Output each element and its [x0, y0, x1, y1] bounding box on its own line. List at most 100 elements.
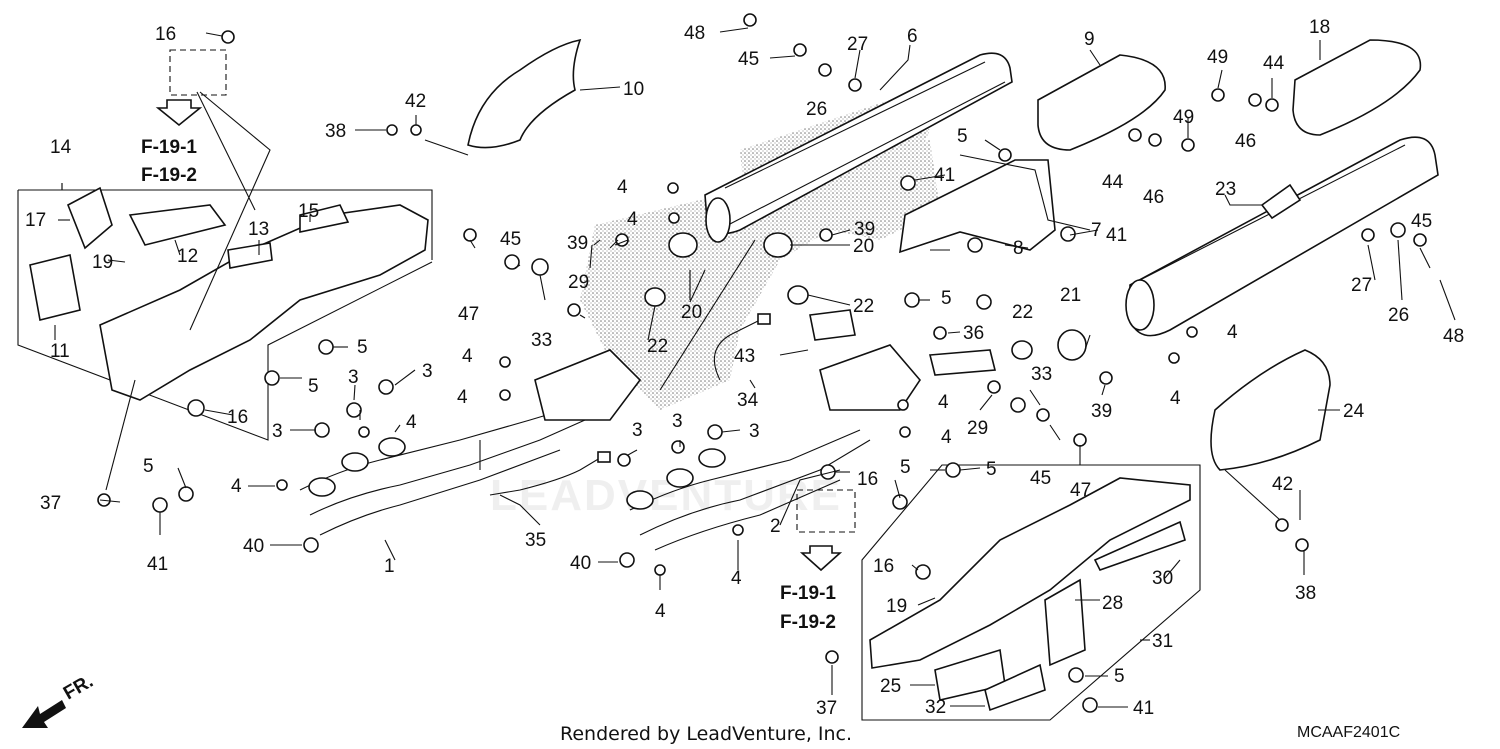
part-label-5: 5: [941, 288, 952, 309]
part-label-5: 5: [1114, 666, 1125, 687]
part-label-31: 31: [1152, 631, 1173, 652]
clamp-band-20: [668, 232, 793, 258]
part-label-11: 11: [50, 341, 70, 362]
part-label-39: 39: [854, 219, 875, 240]
part-label-20: 20: [681, 302, 702, 323]
part-label-45: 45: [1030, 468, 1051, 489]
part-label-4: 4: [655, 601, 666, 622]
part-label-47: 47: [458, 304, 479, 325]
part-label-27: 27: [1351, 275, 1372, 296]
right-side-guard: [869, 477, 1191, 712]
part-label-16: 16: [155, 24, 176, 45]
part-label-48: 48: [684, 23, 705, 44]
left-side-guard: [29, 186, 429, 401]
part-label-4: 4: [1170, 388, 1181, 409]
part-label-40: 40: [570, 553, 591, 574]
muffler-end-cap-9: [1037, 54, 1166, 151]
part-label-48: 48: [1443, 326, 1464, 347]
bottom-reference-label-1[interactable]: F-19-1: [780, 583, 836, 604]
direction-label: FR.: [60, 671, 97, 704]
part-label-6: 6: [907, 26, 918, 47]
part-label-16: 16: [227, 407, 248, 428]
heat-shield-10: [467, 38, 582, 149]
part-label-18: 18: [1309, 17, 1330, 38]
part-label-30: 30: [1152, 568, 1173, 589]
top-reference-label-2[interactable]: F-19-2: [141, 165, 197, 186]
part-label-33: 33: [1031, 364, 1052, 385]
part-label-26: 26: [806, 99, 827, 120]
part-label-44: 44: [1102, 172, 1124, 193]
part-label-24: 24: [1343, 401, 1365, 422]
part-label-47: 47: [1070, 480, 1091, 501]
part-label-3: 3: [632, 420, 643, 441]
exhaust-pipe-1: [299, 349, 642, 536]
part-label-4: 4: [617, 177, 628, 198]
part-label-16: 16: [873, 556, 894, 577]
part-label-16: 16: [857, 469, 878, 490]
leader-lines: [54, 27, 1456, 708]
part-label-49: 49: [1207, 47, 1228, 68]
part-label-38: 38: [1295, 583, 1316, 604]
bottom-reference-label-2[interactable]: F-19-2: [780, 612, 836, 633]
heat-shield-24: [1210, 349, 1331, 471]
part-label-45: 45: [1411, 211, 1432, 232]
part-label-5: 5: [308, 376, 319, 397]
part-label-5: 5: [986, 459, 997, 480]
part-label-49: 49: [1173, 107, 1194, 128]
part-label-32: 32: [925, 697, 946, 718]
part-label-40: 40: [243, 536, 264, 557]
watermark-text: LEADVENTURE: [490, 471, 842, 520]
part-label-29: 29: [967, 418, 988, 439]
part-label-4: 4: [938, 392, 949, 413]
part-label-35: 35: [525, 530, 546, 551]
part-label-3: 3: [672, 411, 683, 432]
part-label-3: 3: [348, 367, 359, 388]
heat-shield-7: [899, 159, 1056, 254]
part-label-46: 46: [1143, 187, 1164, 208]
left-muffler-drawing: [704, 52, 1013, 243]
part-label-26: 26: [1388, 305, 1409, 326]
part-label-4: 4: [731, 568, 742, 589]
fasteners: [97, 13, 1427, 713]
diagram-code: MCAAF2401C: [1297, 724, 1400, 741]
part-label-33: 33: [531, 330, 552, 351]
part-label-10: 10: [623, 79, 644, 100]
part-label-12: 12: [177, 246, 198, 267]
top-reference-arrow: [155, 99, 203, 127]
muffler-end-cap-18: [1292, 39, 1422, 136]
part-label-5: 5: [900, 457, 911, 478]
part-label-5: 5: [357, 337, 368, 358]
bottom-reference-arrow: [799, 545, 843, 572]
part-label-22: 22: [647, 336, 668, 357]
gasket-22: [644, 285, 1033, 360]
part-label-39: 39: [567, 233, 588, 254]
right-heat-guard-frame: [861, 464, 1201, 721]
part-label-4: 4: [941, 427, 952, 448]
part-label-39: 39: [1091, 401, 1112, 422]
top-reference-box: [169, 49, 227, 96]
part-label-3: 3: [272, 421, 283, 442]
part-label-4: 4: [462, 346, 473, 367]
part-label-4: 4: [231, 476, 242, 497]
part-label-41: 41: [934, 165, 955, 186]
part-label-46: 46: [1235, 131, 1256, 152]
part-label-28: 28: [1102, 593, 1123, 614]
part-label-4: 4: [627, 209, 638, 230]
part-label-1: 1: [384, 556, 395, 577]
part-label-21: 21: [1060, 285, 1081, 306]
part-label-27: 27: [847, 34, 868, 55]
part-label-38: 38: [325, 121, 346, 142]
top-reference-label-1[interactable]: F-19-1: [141, 137, 197, 158]
part-label-19: 19: [92, 252, 113, 273]
part-label-20: 20: [853, 236, 874, 257]
part-label-5: 5: [957, 126, 968, 147]
part-label-9: 9: [1084, 29, 1095, 50]
part-label-42: 42: [1272, 474, 1293, 495]
clamp-band-21: [1057, 329, 1087, 361]
part-label-34: 34: [737, 390, 759, 411]
part-label-23: 23: [1215, 179, 1236, 200]
part-label-43: 43: [734, 346, 755, 367]
part-label-36: 36: [963, 323, 984, 344]
